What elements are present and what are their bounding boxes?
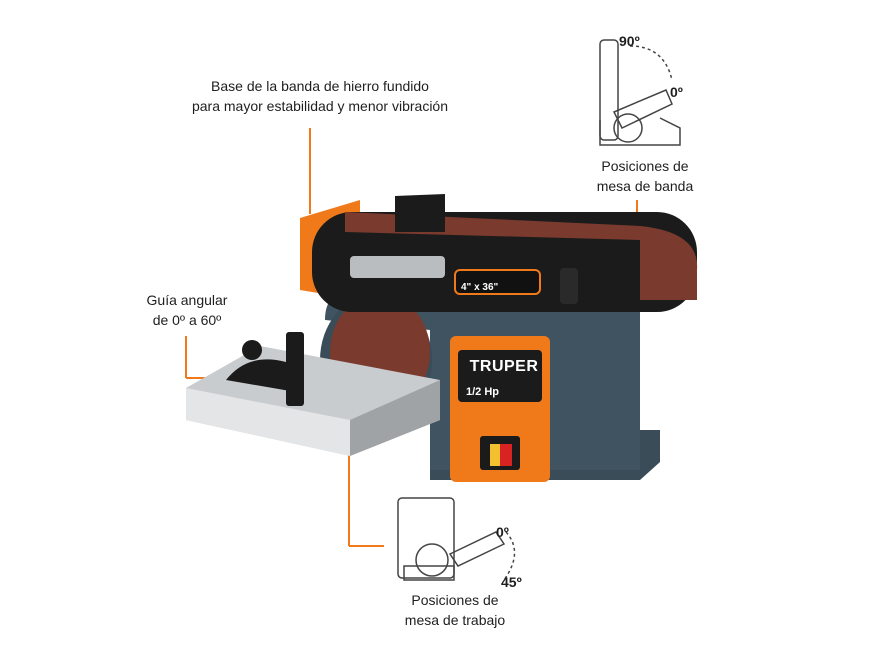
banda-angle-bottom: 0º	[670, 84, 683, 100]
switch-off	[500, 444, 512, 466]
callout-guia-line2: de 0º a 60º	[152, 312, 222, 328]
miter-knob	[242, 340, 262, 360]
callout-guia-line1: Guía angular	[146, 292, 228, 308]
trabajo-positions-diagram	[397, 497, 516, 581]
trabajo-angle-top: 0º	[496, 524, 509, 540]
callout-trabajo-line2: mesa de trabajo	[404, 612, 506, 628]
switch-on	[490, 444, 500, 466]
belt-fence	[395, 194, 445, 232]
banda-angle-top: 90º	[619, 33, 640, 49]
callout-base-line2: para mayor estabilidad y menor vibración	[191, 98, 448, 114]
belt-size-plate	[454, 269, 541, 295]
banda-positions-diagram	[599, 39, 681, 146]
callout-base-label: Base de la banda de hierro fundido para …	[170, 76, 470, 116]
miter-gauge	[226, 359, 296, 392]
belt-guard-plate	[350, 256, 445, 278]
callout-banda-label: Posiciones de mesa de banda	[580, 156, 710, 196]
miter-fence	[286, 332, 304, 406]
trabajo-angle-bottom: 45º	[501, 574, 522, 590]
callout-trabajo-label: Posiciones de mesa de trabajo	[380, 590, 530, 630]
callout-banda-line1: Posiciones de	[601, 158, 689, 174]
tension-knob	[560, 268, 578, 304]
belt-size-text: 4" x 36"	[461, 282, 499, 293]
callout-base-line1: Base de la banda de hierro fundido	[211, 78, 429, 94]
sanding-belt	[345, 212, 698, 300]
brand-logo: TRUPER	[469, 358, 539, 375]
callout-guia-label: Guía angular de 0º a 60º	[132, 290, 242, 330]
callout-trabajo-line1: Posiciones de	[411, 592, 499, 608]
power-rating: 1/2 Hp	[466, 386, 500, 398]
callout-banda-line2: mesa de banda	[596, 178, 694, 194]
label-plate	[458, 350, 542, 402]
